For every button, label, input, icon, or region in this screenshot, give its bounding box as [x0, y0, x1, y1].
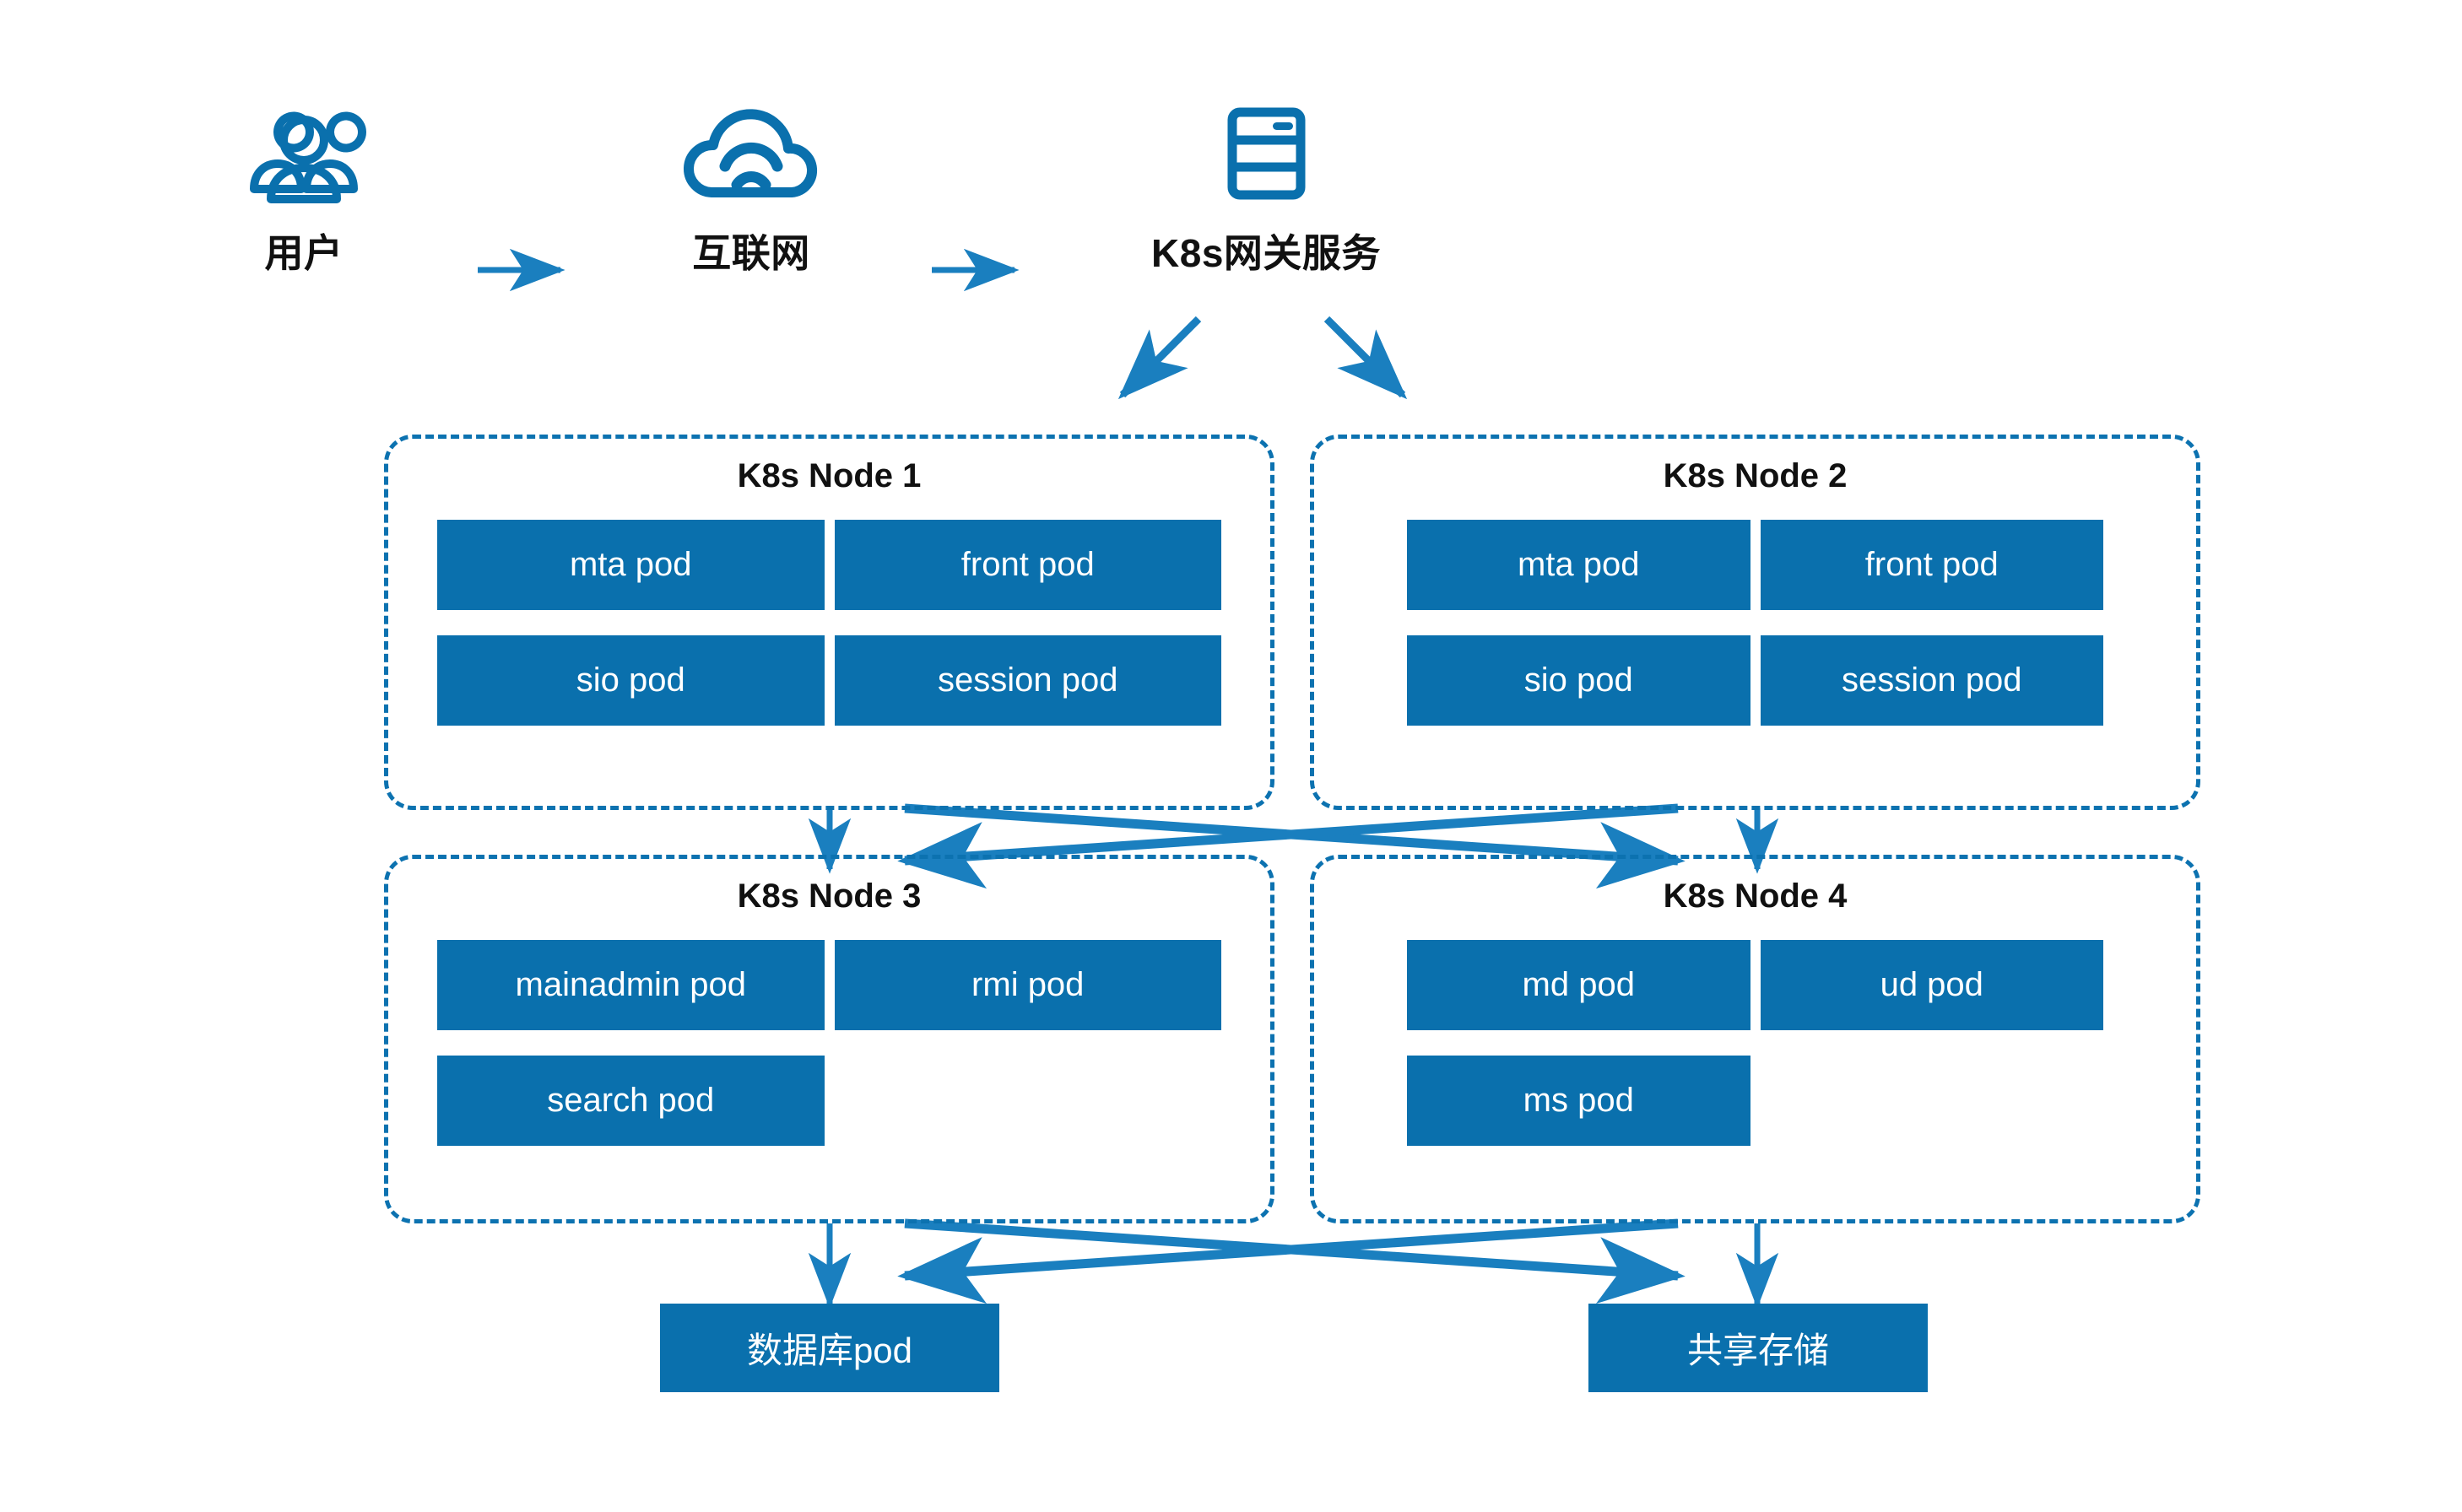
pod-ms[interactable]: ms pod	[1407, 1056, 1750, 1146]
flow-item-users: 用户	[228, 101, 380, 278]
pod-mta[interactable]: mta pod	[437, 520, 825, 610]
node-4-title: K8s Node 4	[1663, 878, 1848, 915]
cloud-wifi-icon	[678, 101, 825, 211]
pod-front[interactable]: front pod	[1760, 520, 2103, 610]
arrow-node4-to-database	[897, 1218, 1679, 1304]
flow-label-users: 用户	[264, 231, 344, 275]
pod-front[interactable]: front pod	[834, 520, 1221, 610]
pod-md[interactable]: md pod	[1407, 940, 1750, 1030]
k8s-node-1: K8s Node 1 mta pod front pod sio pod ses…	[384, 435, 1274, 810]
flow-item-gateway: K8s网关服务	[1114, 101, 1418, 278]
arrow-gateway-to-node1	[1117, 316, 1202, 400]
k8s-node-3: K8s Node 3 mainadmin pod rmi pod search …	[384, 855, 1274, 1223]
node-2-title: K8s Node 2	[1663, 457, 1848, 494]
pod-mainadmin[interactable]: mainadmin pod	[437, 940, 825, 1030]
node-4-pod-grid: md pod ud pod ms pod	[1407, 940, 2103, 1146]
k8s-node-2: K8s Node 2 mta pod front pod sio pod ses…	[1310, 435, 2200, 810]
shared-storage-box[interactable]: 共享存储	[1588, 1304, 1928, 1392]
pod-mta[interactable]: mta pod	[1407, 520, 1750, 610]
server-rack-icon	[1214, 101, 1319, 211]
pod-session[interactable]: session pod	[834, 635, 1221, 726]
node-1-pod-grid: mta pod front pod sio pod session pod	[437, 520, 1221, 726]
k8s-node-4: K8s Node 4 md pod ud pod ms pod	[1310, 855, 2200, 1223]
arrow-node3-to-storage	[904, 1218, 1686, 1304]
pod-session[interactable]: session pod	[1760, 635, 2103, 726]
flow-item-internet: 互联网	[675, 101, 827, 278]
pod-sio[interactable]: sio pod	[1407, 635, 1750, 726]
pod-ud[interactable]: ud pod	[1760, 940, 2103, 1030]
node-2-pod-grid: mta pod front pod sio pod session pod	[1407, 520, 2103, 726]
node-1-title: K8s Node 1	[737, 457, 922, 494]
flow-label-internet: 互联网	[692, 231, 810, 275]
pod-search[interactable]: search pod	[437, 1056, 825, 1146]
pod-rmi[interactable]: rmi pod	[834, 940, 1221, 1030]
arrow-node2-to-node3	[897, 803, 1679, 889]
database-pod-label: 数据库pod	[746, 1331, 913, 1370]
shared-storage-label: 共享存储	[1686, 1331, 1829, 1370]
flow-label-gateway: K8s网关服务	[1151, 231, 1381, 275]
arrow-node1-to-node4	[904, 803, 1686, 889]
database-pod-box[interactable]: 数据库pod	[660, 1304, 999, 1392]
node-3-title: K8s Node 3	[737, 878, 922, 915]
users-icon	[241, 101, 367, 211]
node-3-pod-grid: mainadmin pod rmi pod search pod	[437, 940, 1221, 1146]
arrow-gateway-to-node2	[1323, 316, 1408, 400]
pod-sio[interactable]: sio pod	[437, 635, 825, 726]
